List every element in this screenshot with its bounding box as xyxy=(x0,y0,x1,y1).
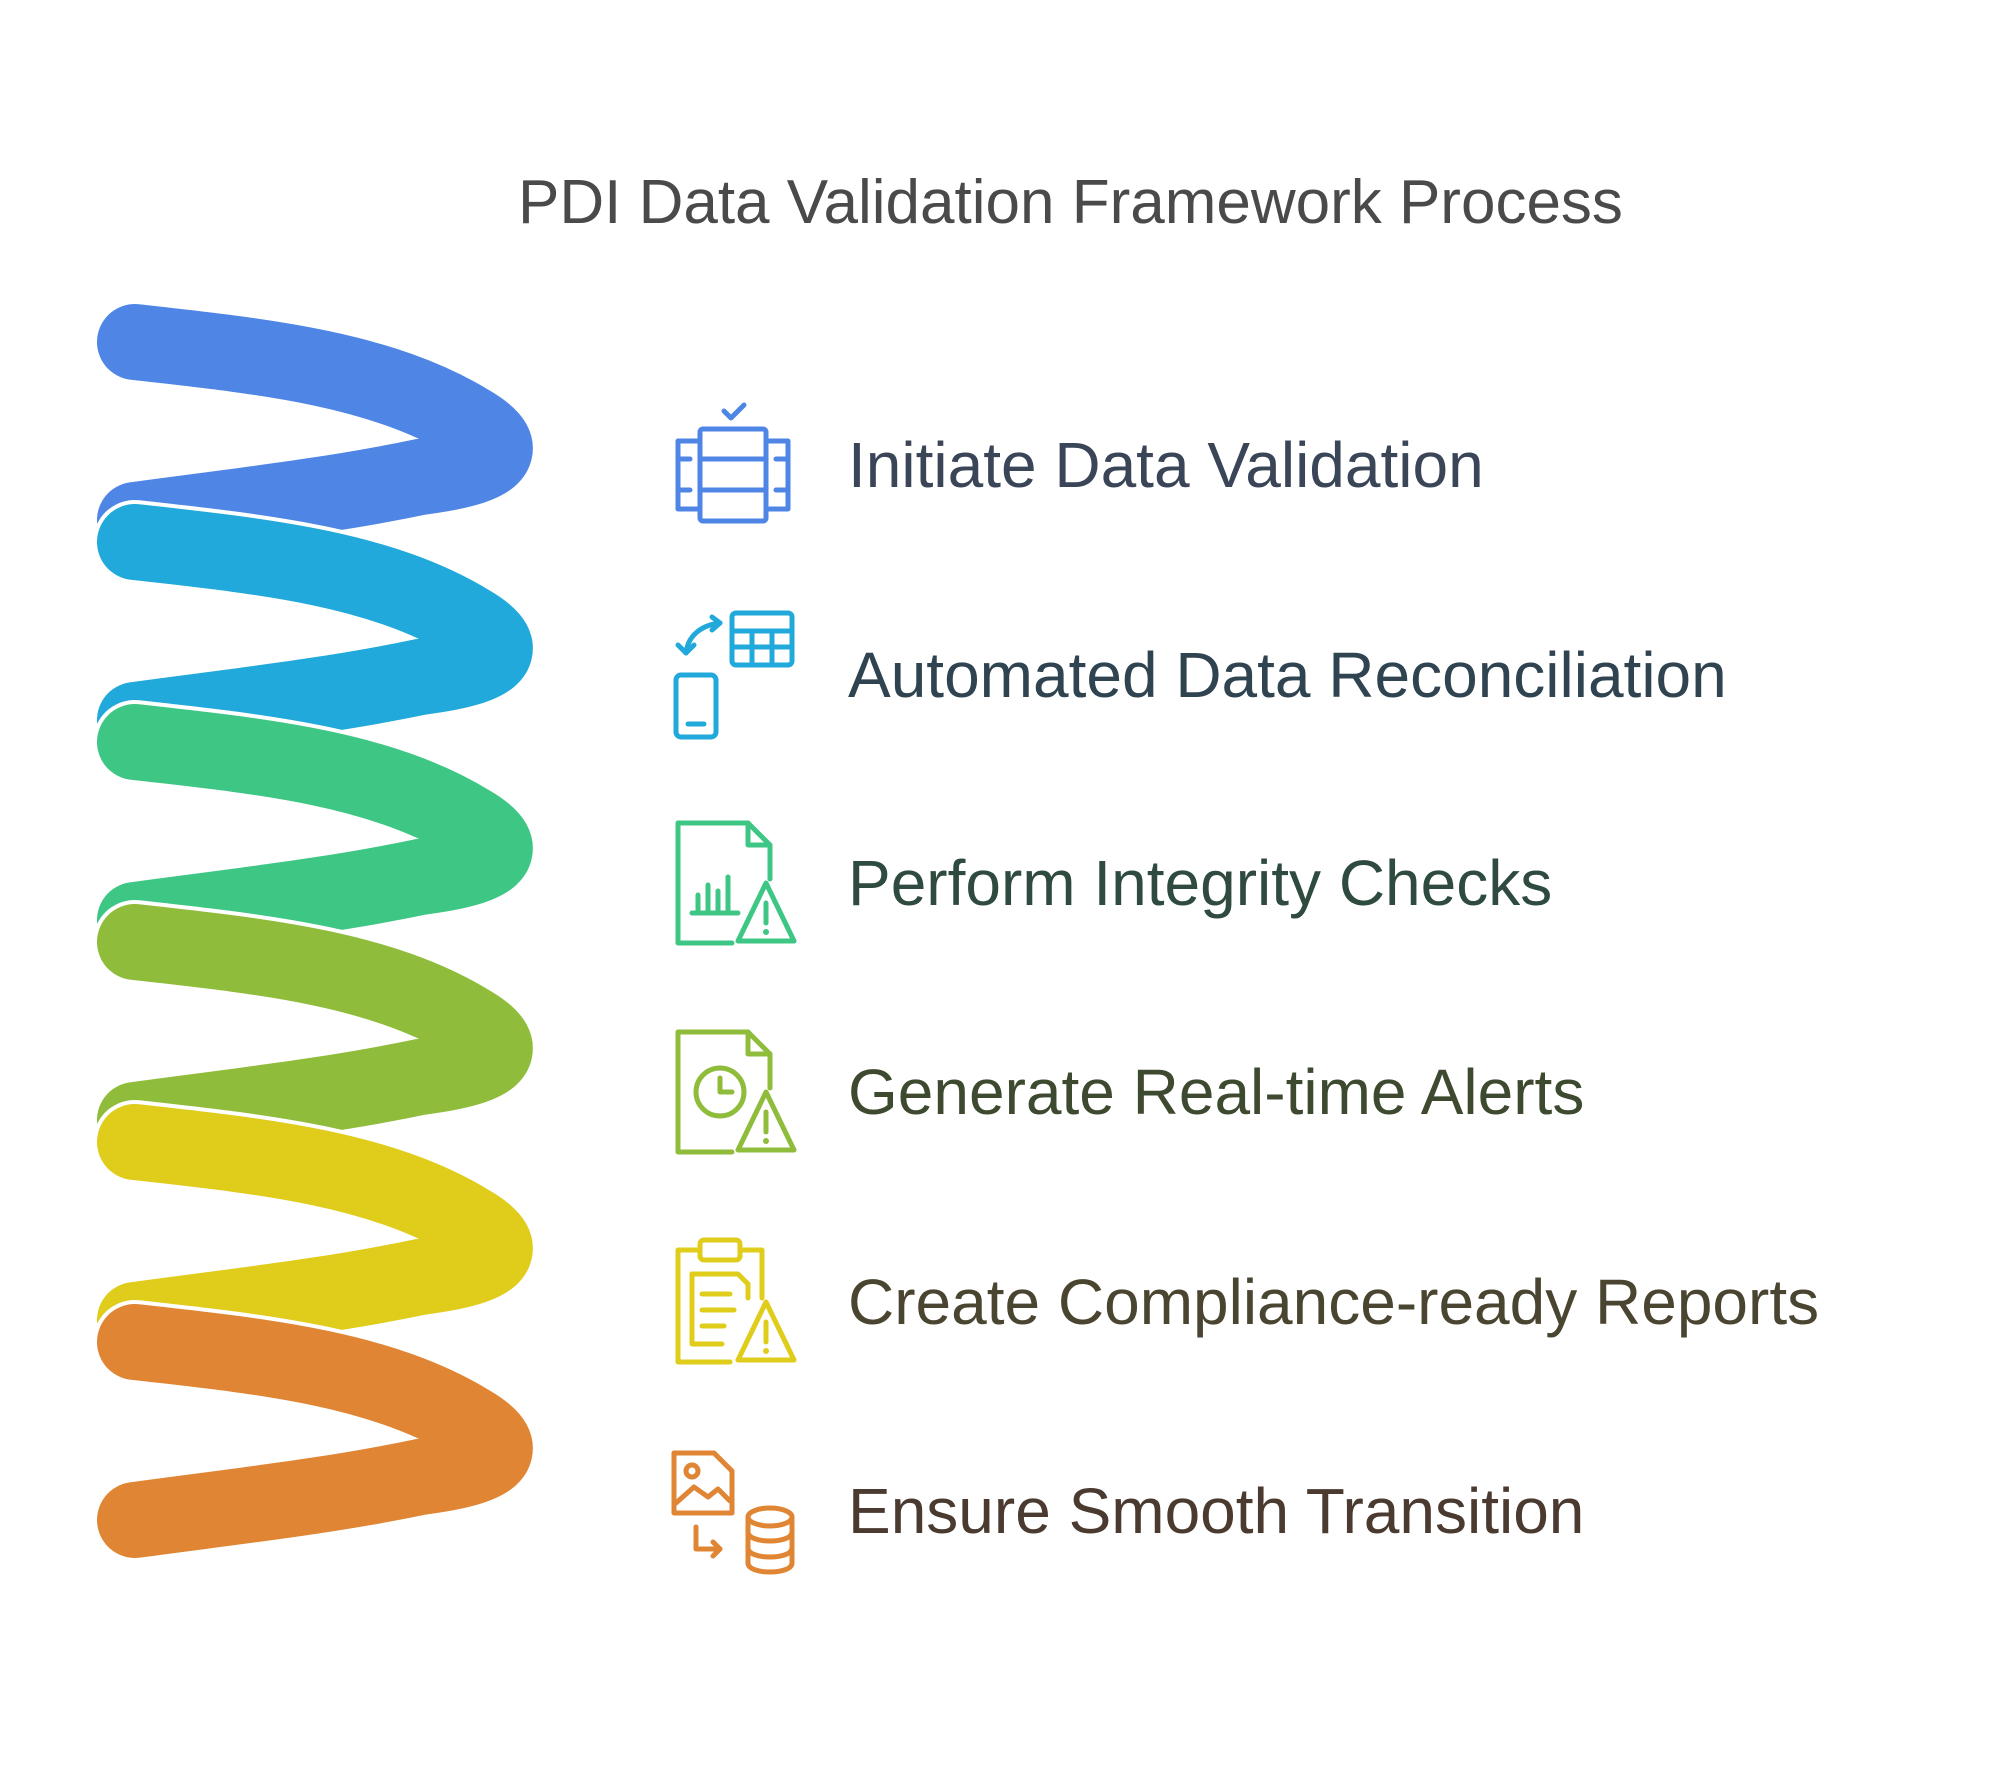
step-label: Initiate Data Validation xyxy=(848,429,1484,501)
spiral-band xyxy=(93,300,537,562)
spiral-graphic xyxy=(93,300,537,1562)
step-label: Perform Integrity Checks xyxy=(848,847,1553,919)
spiral-band-fill xyxy=(97,704,533,958)
image-to-database-icon xyxy=(671,1450,795,1575)
clock-document-warning-icon xyxy=(675,1029,797,1155)
spiral-band-fill xyxy=(97,904,533,1158)
spiral-band xyxy=(93,900,537,1162)
clipboard-warning-icon xyxy=(675,1237,797,1365)
data-table-check-icon xyxy=(675,402,791,524)
step-generate-real-time-alerts: Generate Real-time Alerts xyxy=(668,1022,1584,1162)
step-perform-integrity-checks: Perform Integrity Checks xyxy=(668,813,1552,953)
spiral-band-fill xyxy=(97,504,533,758)
spiral-band-fill xyxy=(97,1304,533,1558)
step-automated-data-reconciliation: Automated Data Reconciliation xyxy=(668,605,1727,745)
spiral-band xyxy=(93,700,537,962)
step-label: Automated Data Reconciliation xyxy=(848,639,1727,711)
spiral-band-fill xyxy=(97,304,533,558)
diagram-title: PDI Data Validation Framework Process xyxy=(518,168,1623,237)
chart-document-warning-icon xyxy=(675,820,797,946)
step-initiate-data-validation: Initiate Data Validation xyxy=(668,395,1484,535)
spiral-band xyxy=(93,500,537,762)
step-label: Generate Real-time Alerts xyxy=(848,1056,1585,1128)
step-create-compliance-ready-reports: Create Compliance-ready Reports xyxy=(668,1232,1819,1372)
spiral-band xyxy=(93,1100,537,1362)
step-ensure-smooth-transition: Ensure Smooth Transition xyxy=(668,1441,1584,1581)
spiral-band-fill xyxy=(97,1104,533,1358)
step-label: Ensure Smooth Transition xyxy=(848,1475,1585,1547)
device-sync-table-icon xyxy=(673,610,795,740)
step-label: Create Compliance-ready Reports xyxy=(848,1266,1820,1338)
spiral-band xyxy=(93,1300,537,1562)
